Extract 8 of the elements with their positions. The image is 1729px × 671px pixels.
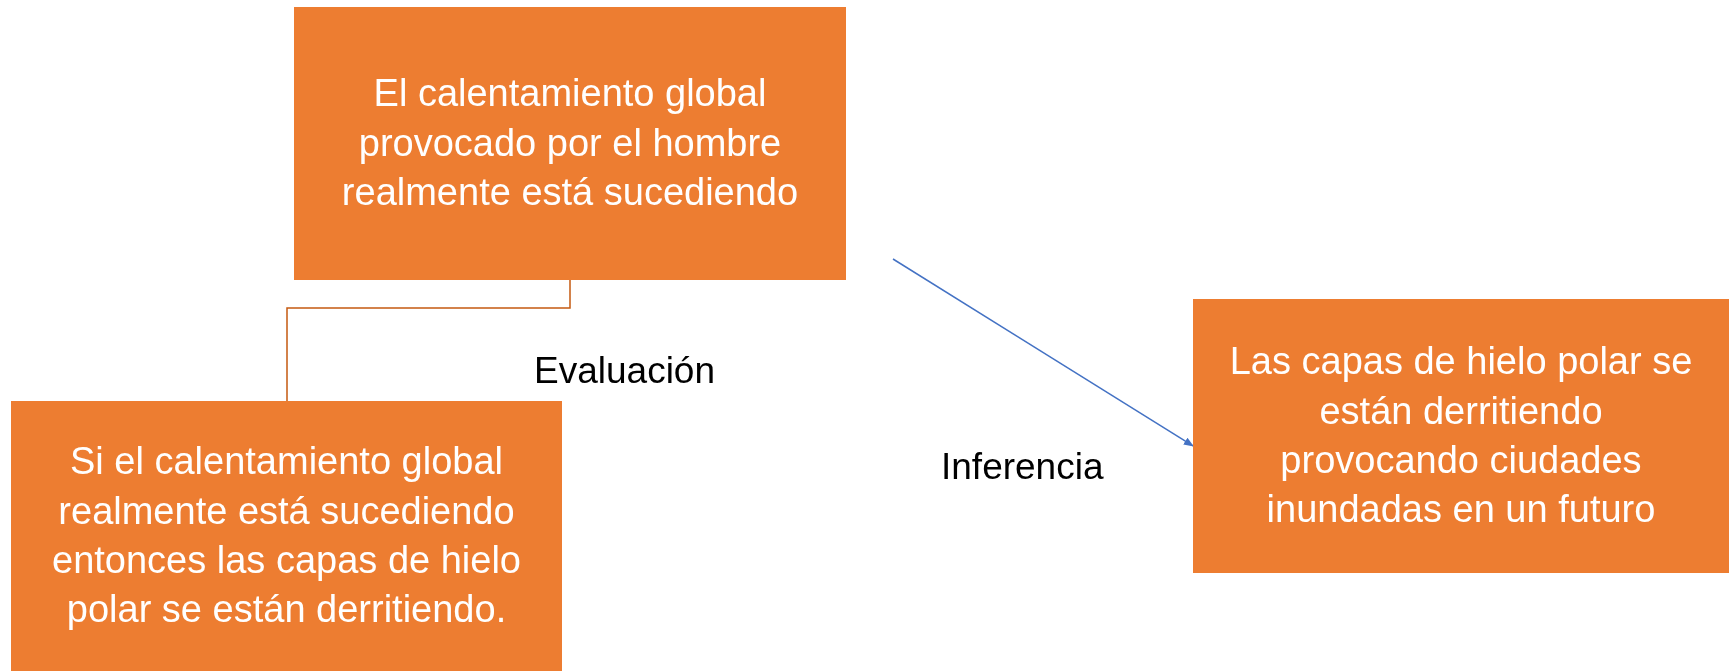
box-text: Las capas de hielo polar se están derritiendo provocando ciudades inundadas en un futuro [1228,339,1694,533]
box-text: Si el calentamiento global realmente está sucediendo entonces las capas de hielo polar se están derritiendo. [51,439,522,633]
connector-line [286,279,571,402]
process-box [1193,299,1729,573]
process-box [294,7,846,280]
box-text: El calentamiento global provocado por el hombre realmente está sucediendo [340,71,800,216]
process-box [11,401,562,671]
arrow [892,258,1194,447]
